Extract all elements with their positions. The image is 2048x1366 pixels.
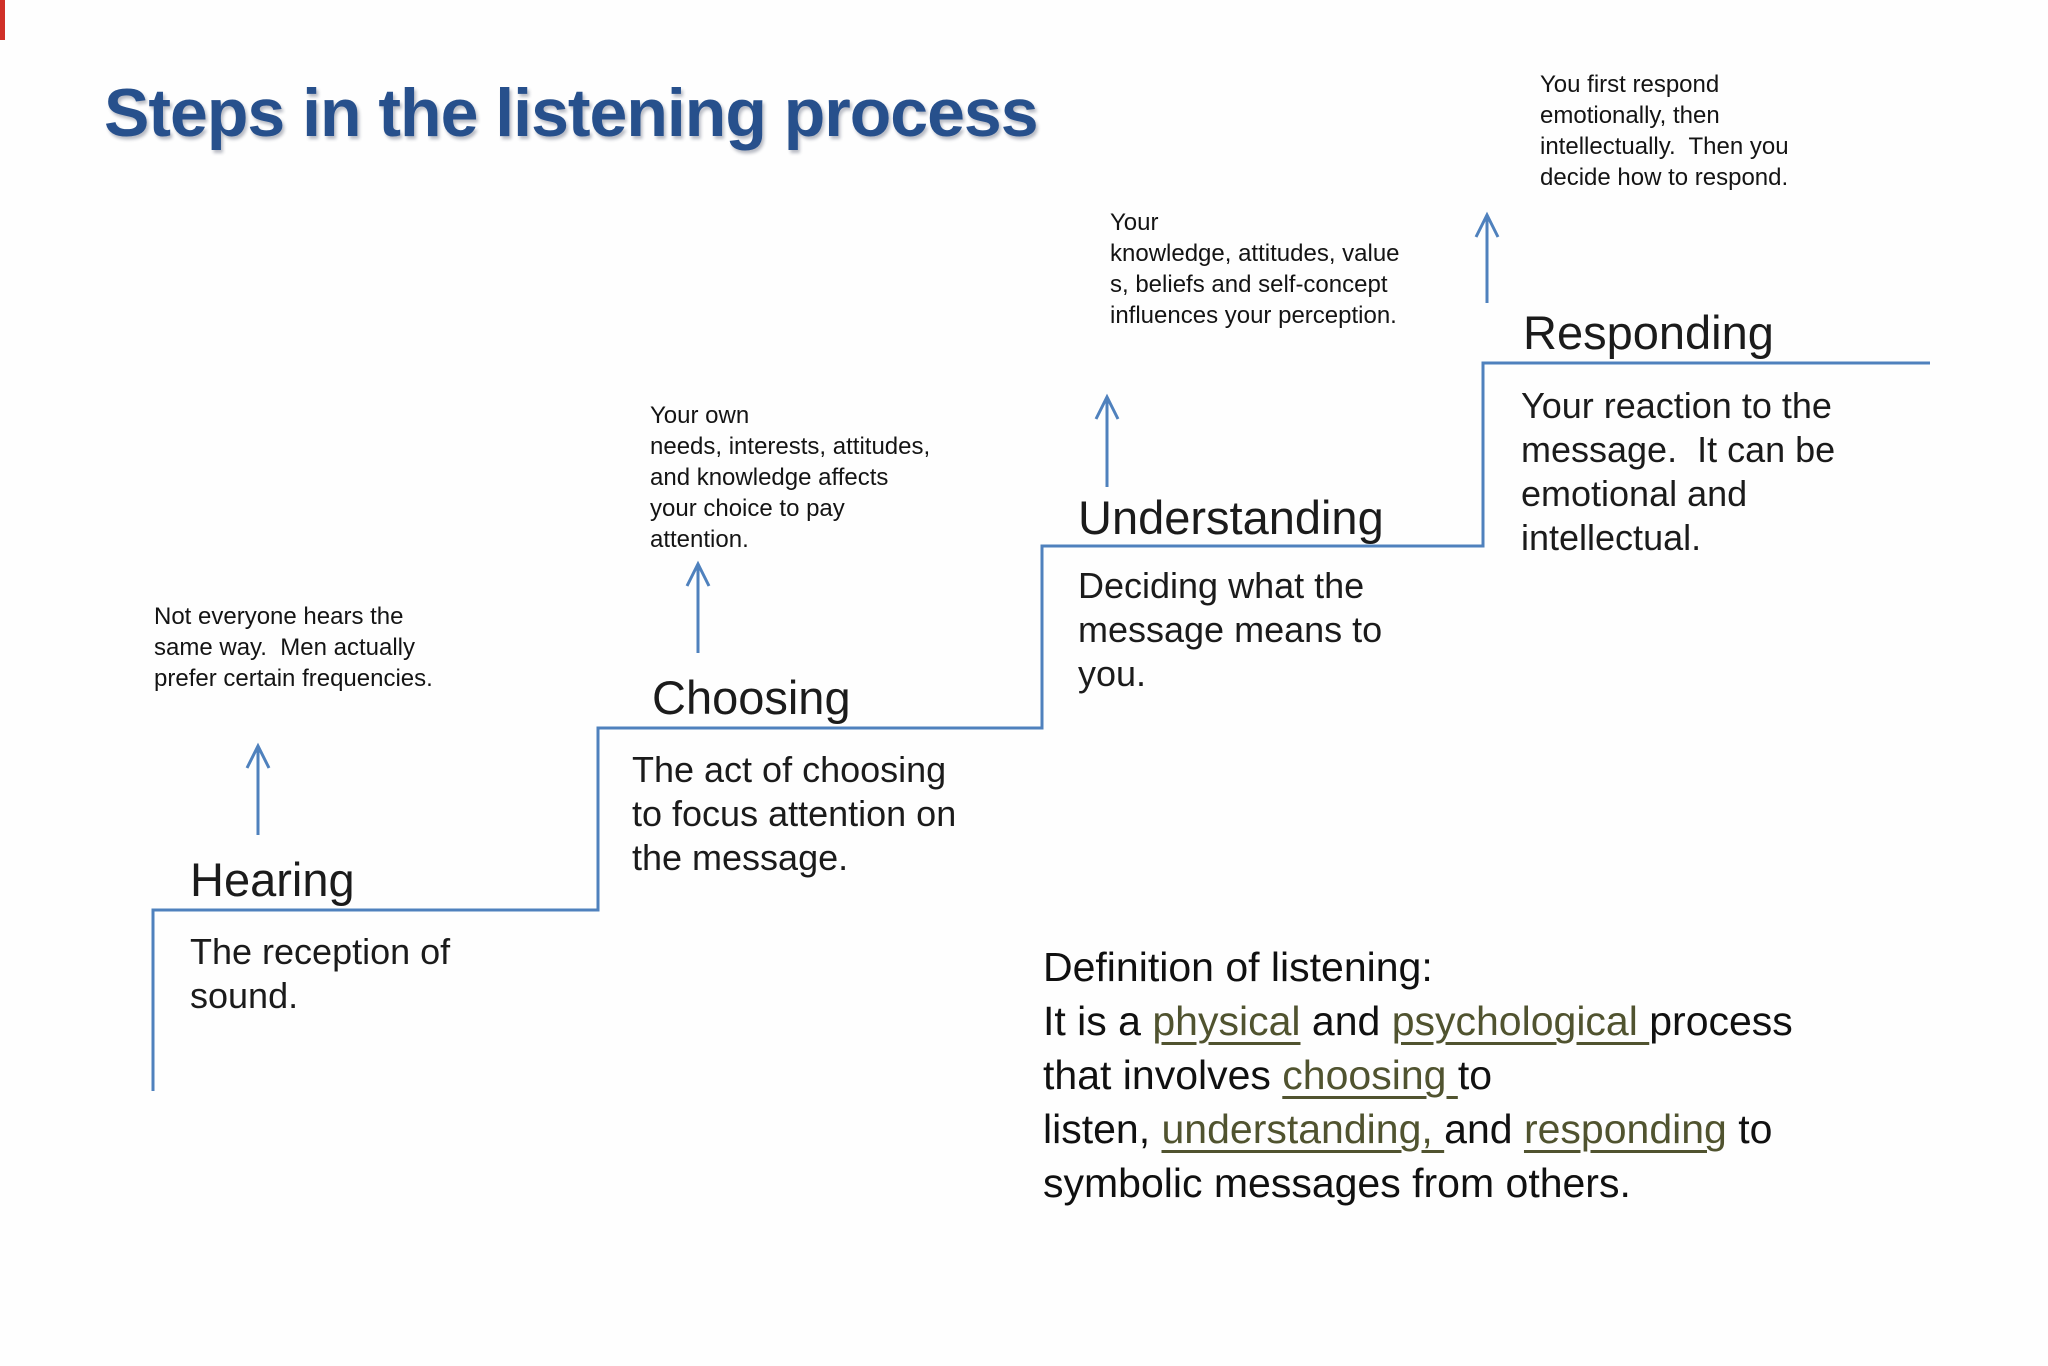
up-arrow-hearing-icon — [245, 742, 271, 835]
step-description-hearing: The reception of sound. — [190, 931, 451, 1016]
step-title-understanding: Understanding — [1078, 491, 1384, 544]
definition-text: that involves — [1043, 1052, 1283, 1098]
definition-term-underlined: physical — [1152, 998, 1301, 1044]
step-description-understanding: Deciding what the message means to you. — [1078, 565, 1383, 694]
definition-term-underlined: understanding, — [1161, 1106, 1445, 1152]
step-title-hearing: Hearing — [190, 853, 355, 906]
definition-heading: Definition of listening: — [1043, 944, 1433, 990]
definition-term-underlined: responding — [1523, 1106, 1727, 1152]
definition-text: process — [1649, 998, 1793, 1044]
slide-title: Steps in the listening process — [104, 75, 1039, 151]
definition-line: symbolic messages from others. — [1043, 1156, 1943, 1210]
definition-text: to — [1457, 1052, 1493, 1098]
annotation-responding: You first respond emotionally, then inte… — [1540, 71, 1789, 191]
definition-block: Definition of listening: It is a physica… — [1043, 940, 1943, 1210]
definition-line: that involves choosing to — [1043, 1048, 1943, 1102]
screen-edge-artifact — [0, 0, 5, 40]
definition-text: and — [1444, 1106, 1524, 1152]
definition-line: listen, understanding, and responding to — [1043, 1102, 1943, 1156]
definition-text: to — [1726, 1106, 1773, 1152]
definition-text: symbolic messages from others. — [1043, 1160, 1631, 1206]
annotation-hearing: Not everyone hears the same way. Men act… — [154, 603, 433, 692]
step-description-responding: Your reaction to the message. It can be … — [1521, 385, 1836, 558]
step-title-responding: Responding — [1523, 306, 1774, 359]
step-description-choosing: The act of choosing to focus attention o… — [632, 749, 957, 878]
annotation-choosing: Your own needs, interests, attitudes, an… — [650, 402, 931, 553]
definition-term-underlined: choosing — [1282, 1052, 1458, 1098]
definition-text: listen, — [1043, 1106, 1162, 1152]
annotation-understanding: Your knowledge, attitudes, value s, beli… — [1110, 209, 1400, 329]
up-arrow-choosing-icon — [685, 560, 711, 653]
definition-line: It is a physical and psychological proce… — [1043, 994, 1943, 1048]
up-arrow-responding-icon — [1474, 211, 1500, 303]
definition-text: and — [1300, 998, 1392, 1044]
definition-text: It is a — [1043, 998, 1153, 1044]
up-arrow-understanding-icon — [1094, 393, 1120, 487]
definition-term-underlined: psychological — [1391, 998, 1650, 1044]
staircase-line — [151, 361, 1930, 1091]
step-title-choosing: Choosing — [652, 671, 851, 724]
